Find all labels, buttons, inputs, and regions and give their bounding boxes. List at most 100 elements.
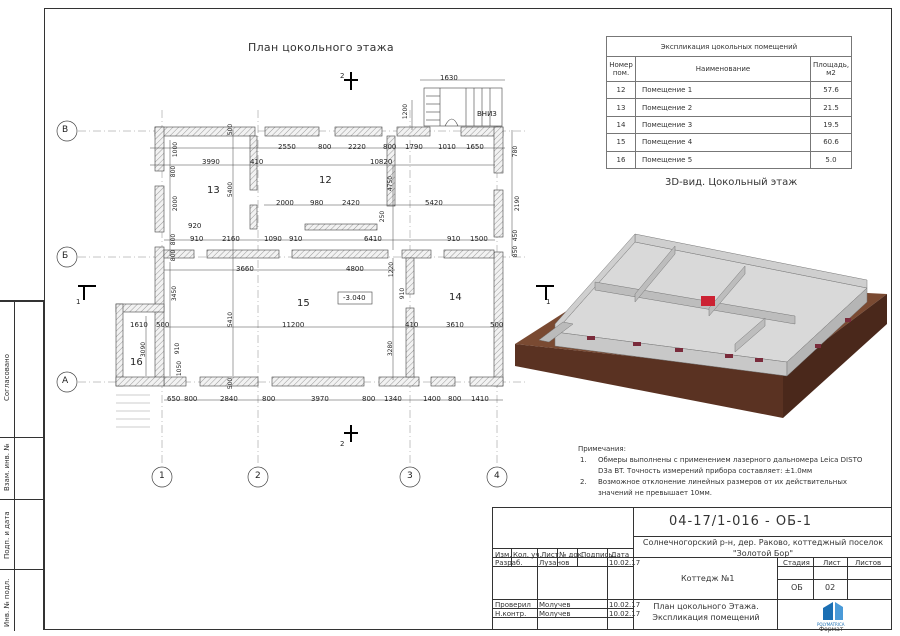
side-strip: Согласовано Взам. инв. № Подп. и дата Ин… [0, 300, 44, 631]
dim-right-1: 2190 [514, 195, 522, 212]
dim-left-1: 800 [170, 165, 178, 178]
dim-bottom-6: 1340 [384, 395, 402, 403]
company-name: POLYMATRICA [817, 622, 845, 627]
dim-inner-27: 3280 [387, 340, 395, 357]
explication-table: Экспликация цокольных помещений Номер по… [606, 36, 852, 169]
dim-inner-5: 2000 [276, 199, 294, 207]
tb-col-date: Дата [611, 551, 630, 559]
level-mark: -3.040 [343, 294, 366, 302]
windows [587, 318, 851, 362]
dim-bottom-0: 650 [167, 395, 181, 403]
dim-inner-30: 3090 [140, 341, 148, 358]
stair [423, 87, 503, 127]
floor-plan [56, 72, 554, 488]
side-cell-inv [0, 569, 44, 631]
soil-front [515, 344, 783, 418]
explication-num: 13 [606, 98, 636, 117]
dim-inner-10: 920 [188, 222, 202, 230]
dim-top-3: 2220 [348, 143, 366, 151]
side-cell-replace [0, 437, 44, 499]
dim-inner-32: 1050 [176, 360, 184, 377]
dim-bottom-7: 1400 [423, 395, 441, 403]
axis-label-1: 1 [159, 471, 165, 481]
dim-inner-2: 10820 [370, 158, 393, 166]
format-label: Формат [819, 626, 844, 633]
explication-name: Помещение 1 [635, 80, 811, 100]
dim-inner-15: 6410 [364, 235, 382, 243]
dim-inner-31: 910 [174, 342, 182, 355]
explication-num: 14 [606, 115, 636, 135]
dim-inner-16: 910 [447, 235, 461, 243]
soil-side [783, 294, 887, 418]
dim-inner-11: 910 [190, 235, 204, 243]
side-label-sign: Подп. и дата [3, 511, 11, 559]
tb-col-sheet: Лист [541, 551, 559, 559]
note-number: 1. [580, 456, 587, 464]
dim-top-7: 1650 [466, 143, 484, 151]
tb-col-doc: № док. [559, 551, 585, 559]
tb-col-sign: Подпись [581, 551, 613, 559]
explication-row: 16 Помещение 5 5.0 [606, 150, 852, 169]
dim-top-8: 1630 [440, 74, 458, 82]
side-cell-sign [0, 499, 44, 569]
tb-col-change: Изм. [495, 551, 512, 559]
tb-col-qty: Кол. уч. [513, 551, 542, 559]
dim-inner-6: 980 [310, 199, 324, 207]
section-mark-1-right: 1 [546, 298, 551, 306]
axis-bubbles [56, 120, 508, 488]
dim-top-0: 500 [227, 123, 235, 136]
tb-date: 10.02.17 [609, 559, 641, 567]
dim-inner-29: 500 [156, 321, 170, 329]
dim-inner-14: 910 [289, 235, 303, 243]
axis-label-a: А [62, 376, 69, 386]
room-14-label: 14 [449, 292, 462, 303]
sheet-label: Лист [823, 559, 841, 567]
dim-inner-28: 1610 [130, 321, 148, 329]
axis-label-4: 4 [494, 471, 500, 481]
explication-num: 16 [606, 150, 636, 169]
dim-bottom-2: 2840 [220, 395, 238, 403]
axis-lines [78, 110, 525, 465]
explication-area: 21.5 [810, 98, 852, 117]
section-mark-1-left: 1 [76, 298, 81, 306]
explication-header-number: Номер пом. [606, 56, 636, 82]
object-name: Коттедж №1 [681, 574, 735, 583]
axis-label-2: 2 [255, 471, 261, 481]
explication-header-area: Площадь, м2 [810, 56, 852, 82]
notes-heading: Примечания: [578, 445, 626, 453]
explication-caption: Экспликация цокольных помещений [606, 36, 852, 57]
explication-area: 19.5 [810, 115, 852, 135]
tb-role: Н.контр. [495, 610, 527, 618]
note-item: 2. Возможное отклонение линейных размеро… [578, 477, 878, 499]
sheet-frame [44, 8, 892, 630]
axis-label-v: В [62, 125, 69, 135]
view3d-title: 3D-вид. Цокольный этаж [665, 177, 798, 188]
explication-name: Помещение 2 [635, 98, 811, 117]
dim-left-4: 800 [170, 249, 178, 262]
stair-lower [116, 394, 150, 428]
room-16-label: 16 [130, 357, 143, 368]
dim-bottom-1: 800 [184, 395, 198, 403]
dim-inner-18: 3660 [236, 265, 254, 273]
note-item: 1. Обмеры выполнены с применением лазерн… [578, 455, 878, 477]
dim-inner-20: 1220 [388, 261, 396, 278]
dim-inner-23: 11200 [282, 321, 305, 329]
dim-inner-7: 2420 [342, 199, 360, 207]
dim-inner-26: 500 [490, 321, 504, 329]
note-text: Возможное отклонение линейных размеров о… [598, 478, 848, 497]
section-marks [78, 72, 554, 442]
explication-area: 60.6 [810, 133, 852, 152]
doc-address: Солнечногорский р-н, дер. Раково, коттед… [642, 538, 884, 558]
stair-label: ВНИЗ [477, 110, 497, 118]
tb-date: 10.02.17 [609, 601, 641, 609]
explication-num: 12 [606, 80, 636, 100]
explication-name: Помещение 4 [635, 133, 811, 152]
dim-top-2: 800 [318, 143, 332, 151]
room-13-label: 13 [207, 185, 220, 196]
dim-inner-34: 410 [405, 321, 419, 329]
dim-top-6: 1010 [438, 143, 456, 151]
dim-inner-24: 910 [399, 287, 407, 300]
dim-inner-22: 5410 [227, 311, 235, 328]
dim-inner-13: 1090 [264, 235, 282, 243]
level-mark-box [337, 291, 373, 305]
